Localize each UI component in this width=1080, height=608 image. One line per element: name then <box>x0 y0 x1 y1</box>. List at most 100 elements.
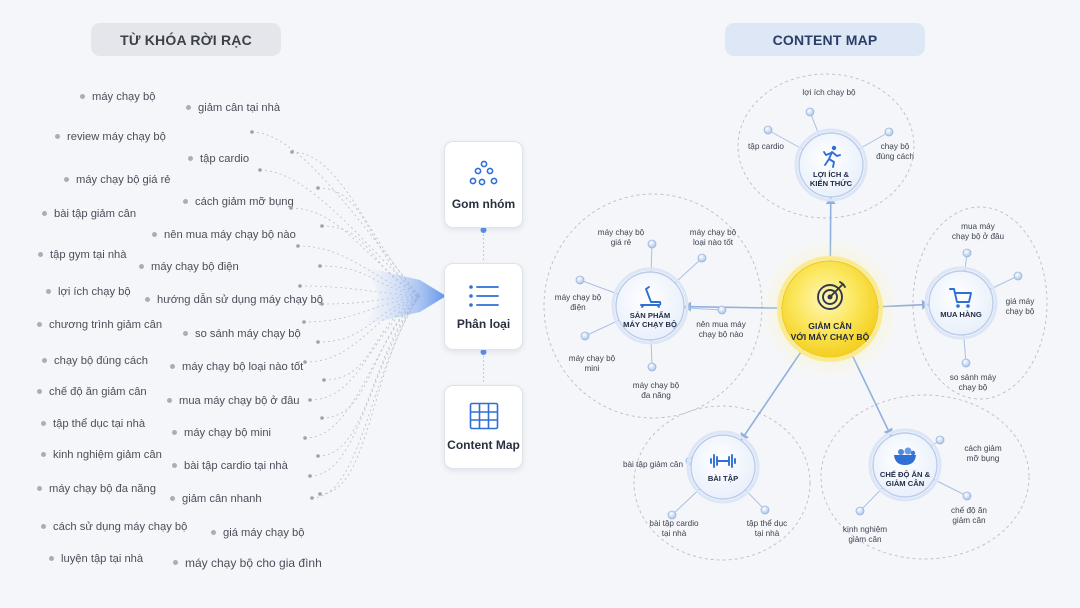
treadmill-icon <box>640 286 662 308</box>
funnel-dot <box>320 416 324 420</box>
center-label: GIẢM CÂN <box>808 320 851 331</box>
keyword-item: chạy bộ đúng cách <box>42 355 148 367</box>
leaf-dot <box>962 248 972 258</box>
cart-icon <box>949 288 972 308</box>
leaf-label: loại nào tốt <box>693 238 734 247</box>
keyword-item: nên mua máy chạy bộ nào <box>152 229 296 241</box>
keyword-item: cách sử dụng máy chạy bộ <box>40 521 188 533</box>
hub-label: BÀI TẬP <box>708 474 738 483</box>
funnel-line <box>323 295 421 381</box>
leaf-label: bài tập giảm cân <box>623 460 684 469</box>
hub-label: LỢI ÍCH & <box>813 170 850 179</box>
leaf-label: điện <box>570 303 586 312</box>
leaf-dot <box>961 358 971 368</box>
keyword-item: giá máy chạy bộ <box>210 527 305 539</box>
leaf-label: đúng cách <box>876 152 914 161</box>
hub-label: KIẾN THỨC <box>810 178 853 188</box>
leaf-label: máy chạy bộ <box>598 228 645 237</box>
leaf-label: giảm cân <box>848 535 882 544</box>
funnel-line <box>321 295 421 419</box>
hub-label: GIẢM CÂN <box>886 479 924 488</box>
keyword-item: so sánh máy chạy bộ <box>183 328 301 340</box>
funnel-line <box>317 187 421 297</box>
funnel-dot <box>322 378 326 382</box>
leaf-label: nên mua máy <box>696 320 747 329</box>
runner-icon <box>823 145 841 168</box>
funnel-dot <box>316 340 320 344</box>
funnel-line <box>309 295 421 477</box>
keywords-title: TỪ KHÓA RỜI RẠC <box>91 23 281 56</box>
funnel-dot <box>302 320 306 324</box>
funnel-dot <box>296 244 300 248</box>
leaf-label: chạy bộ <box>881 142 910 151</box>
funnel-line <box>304 295 421 363</box>
funnel-dot <box>318 492 322 496</box>
keyword-item: giảm cân tại nhà <box>185 102 281 114</box>
leaf-dot <box>855 506 865 516</box>
keyword-item: giảm cân nhanh <box>170 493 262 505</box>
keyword-item: máy chạy bộ điện <box>139 261 239 273</box>
funnel-dot <box>310 496 314 500</box>
keyword-item: chế độ ăn giảm cân <box>37 386 147 398</box>
funnel-dot <box>303 360 307 364</box>
keyword-item: máy chạy bộ loại nào tốt <box>169 361 304 373</box>
leaf-label: chạy bộ ở đâu <box>952 232 1005 241</box>
content-map-title: CONTENT MAP <box>725 23 925 56</box>
leaf-dot <box>760 505 770 515</box>
leaf-label: lợi ích chạy bộ <box>802 88 856 97</box>
step-label: Content Map <box>447 438 520 452</box>
hub-loi-ich: LỢI ÍCH &KIẾN THỨC <box>794 128 868 202</box>
leaf-label: máy chạy bộ <box>569 354 616 363</box>
leaf-label: kinh nghiệm <box>843 525 887 534</box>
keyword-item: hướng dẫn sử dụng máy chạy bộ <box>145 294 323 306</box>
salad-bowl-icon <box>894 447 916 465</box>
cluster-dots-icon <box>469 160 497 185</box>
leaf-dot <box>1013 271 1023 281</box>
funnel-dot <box>250 130 254 134</box>
leaf-label: giá rẻ <box>611 238 632 247</box>
leaf-dot <box>647 362 657 372</box>
funnel-dot <box>258 168 262 172</box>
hub-label: SẢN PHẨM <box>630 311 671 320</box>
leaf-dot <box>580 331 590 341</box>
step-label: Phân loại <box>456 316 511 331</box>
list-icon <box>468 284 499 307</box>
keyword-item: luyện tập tại nhà <box>48 553 144 565</box>
leaf-dot <box>667 510 677 520</box>
funnel-line <box>311 295 421 499</box>
cluster-bai_tap <box>633 405 811 561</box>
keyword-item: máy chạy bộ đa năng <box>37 483 156 495</box>
step-label: Gom nhóm <box>451 196 516 211</box>
leaf-label: cách giảm <box>964 444 1001 453</box>
funnel-dot <box>320 302 324 306</box>
keyword-item: tập thể dục tại nhà <box>40 418 146 430</box>
leaf-label: tập thể dục <box>747 518 788 528</box>
funnel-line <box>251 131 421 297</box>
keyword-item: tập cardio <box>187 153 250 165</box>
funnel-dot <box>308 474 312 478</box>
leaf-label: tập cardio <box>748 142 784 151</box>
leaf-label: máy chạy bộ <box>555 293 602 302</box>
keyword-item: máy chạy bộ cho gia đình <box>173 556 322 570</box>
funnel-line <box>291 151 421 297</box>
step-phan-loai: Phân loại <box>444 263 523 350</box>
keyword-item: máy chạy bộ <box>79 91 156 103</box>
leaf-label: bài tập cardio <box>649 519 699 528</box>
hub-label: CHẾ ĐỘ ĂN & <box>880 469 931 479</box>
funnel-dot <box>290 150 294 154</box>
step-connectors <box>480 227 487 384</box>
cluster-loi_ich <box>737 73 915 219</box>
leaf-label: chế độ ăn <box>951 506 987 515</box>
leaf-label: so sánh máy <box>950 373 997 382</box>
leaf-dot <box>884 127 894 137</box>
hub-bai-tap: BÀI TẬP <box>686 430 760 504</box>
leaf-label: giá máy <box>1006 297 1036 306</box>
keyword-item: bài tập cardio tại nhà <box>172 460 288 472</box>
grid-icon <box>469 402 498 430</box>
funnel-line <box>303 295 421 323</box>
leaf-label: mỡ bụng <box>967 454 1000 463</box>
